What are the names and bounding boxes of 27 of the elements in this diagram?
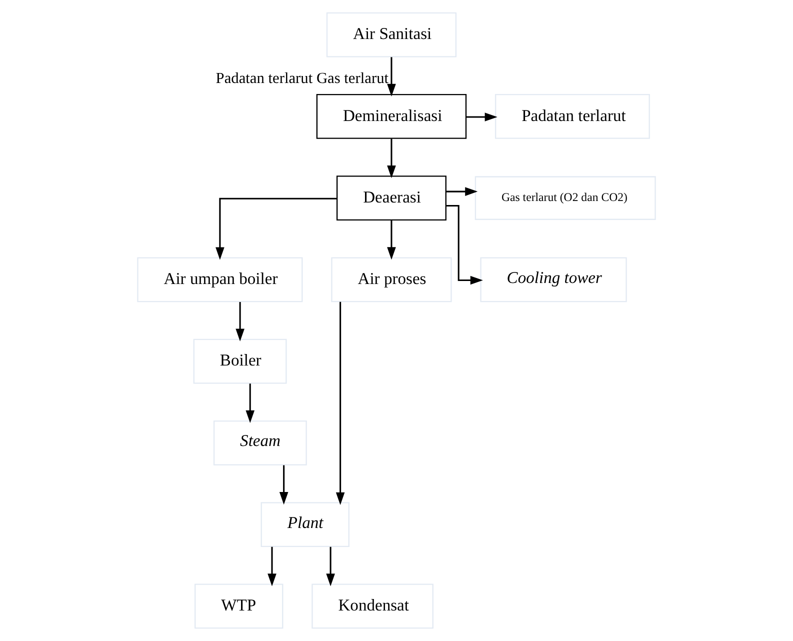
node-box: WTP xyxy=(194,584,284,629)
arrow xyxy=(279,465,288,505)
arrow xyxy=(466,112,498,122)
arrow xyxy=(446,187,478,196)
arrow xyxy=(387,57,396,96)
edge-label: Padatan terlarut Gas terlarut xyxy=(216,70,389,88)
arrow xyxy=(216,198,337,260)
arrow xyxy=(446,204,483,285)
node-box: Kondensat xyxy=(312,584,434,629)
arrow xyxy=(336,302,345,505)
node-box: Boiler xyxy=(193,338,287,384)
node-box: Plant xyxy=(260,502,350,548)
node-box: Padatan terlarut xyxy=(494,94,650,139)
arrow xyxy=(236,302,244,342)
arrow xyxy=(326,546,335,586)
node-box: Deaerasi xyxy=(336,176,446,221)
arrow xyxy=(387,220,396,260)
arrow xyxy=(387,138,396,178)
node-box: Air umpan boiler xyxy=(137,257,303,302)
arrow xyxy=(246,384,255,423)
node-box: Gas terlarut (O2 dan CO2) xyxy=(474,176,656,220)
arrow xyxy=(268,546,276,586)
node-box: Cooling tower xyxy=(480,257,627,302)
node-box: Air proses xyxy=(331,257,452,302)
node-box: Demineralisasi xyxy=(316,94,467,139)
node-box: Air Sanitasi xyxy=(326,12,457,58)
node-box: Steam xyxy=(213,420,307,466)
